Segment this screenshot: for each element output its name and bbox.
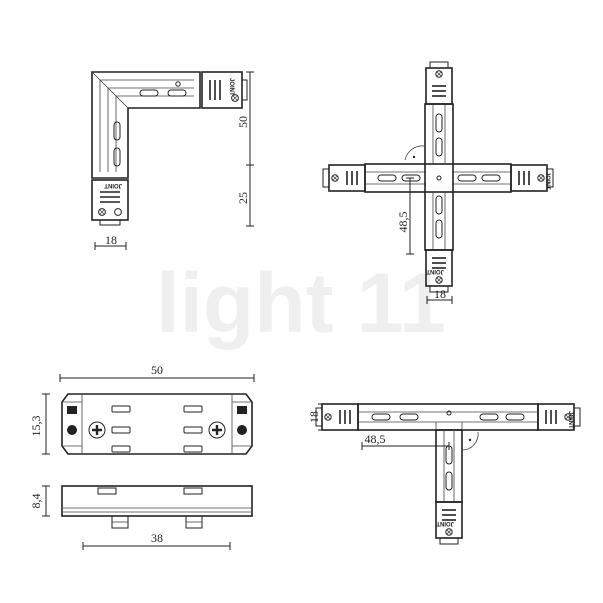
straight-dim-height-side: 8,4	[29, 494, 43, 509]
joint-label: JOINT	[228, 78, 234, 96]
t-connector-drawing: JOINT JOINT 18 48,5	[307, 403, 581, 545]
l-dim-height-lower: 25	[236, 192, 250, 204]
l-dim-width: 18	[105, 233, 117, 247]
straight-connector-drawing: 50 15,3 8,4 38	[29, 363, 255, 550]
t-dim-arm: 48,5	[365, 432, 386, 446]
joint-label: JOINT	[436, 520, 454, 526]
joint-label: JOINT	[104, 182, 122, 188]
x-dim-width: 18	[434, 287, 446, 301]
joint-label: JOINT	[426, 268, 444, 274]
joint-label: JOINT	[544, 172, 550, 190]
x-dim-arm: 48,5	[396, 212, 410, 233]
t-dim-width: 18	[307, 411, 321, 423]
straight-dim-length: 50	[151, 363, 163, 377]
straight-dim-pin-span: 38	[151, 531, 163, 545]
l-connector-drawing: JOINT JOINT 50 25 18	[91, 71, 254, 250]
watermark-text: light 11	[156, 256, 445, 350]
joint-label: JOINT	[567, 411, 573, 429]
l-dim-height-upper: 50	[236, 116, 250, 128]
straight-dim-height-top: 15,3	[29, 416, 43, 437]
x-connector-drawing: JOINT JOINT 48,5 18	[322, 61, 554, 304]
